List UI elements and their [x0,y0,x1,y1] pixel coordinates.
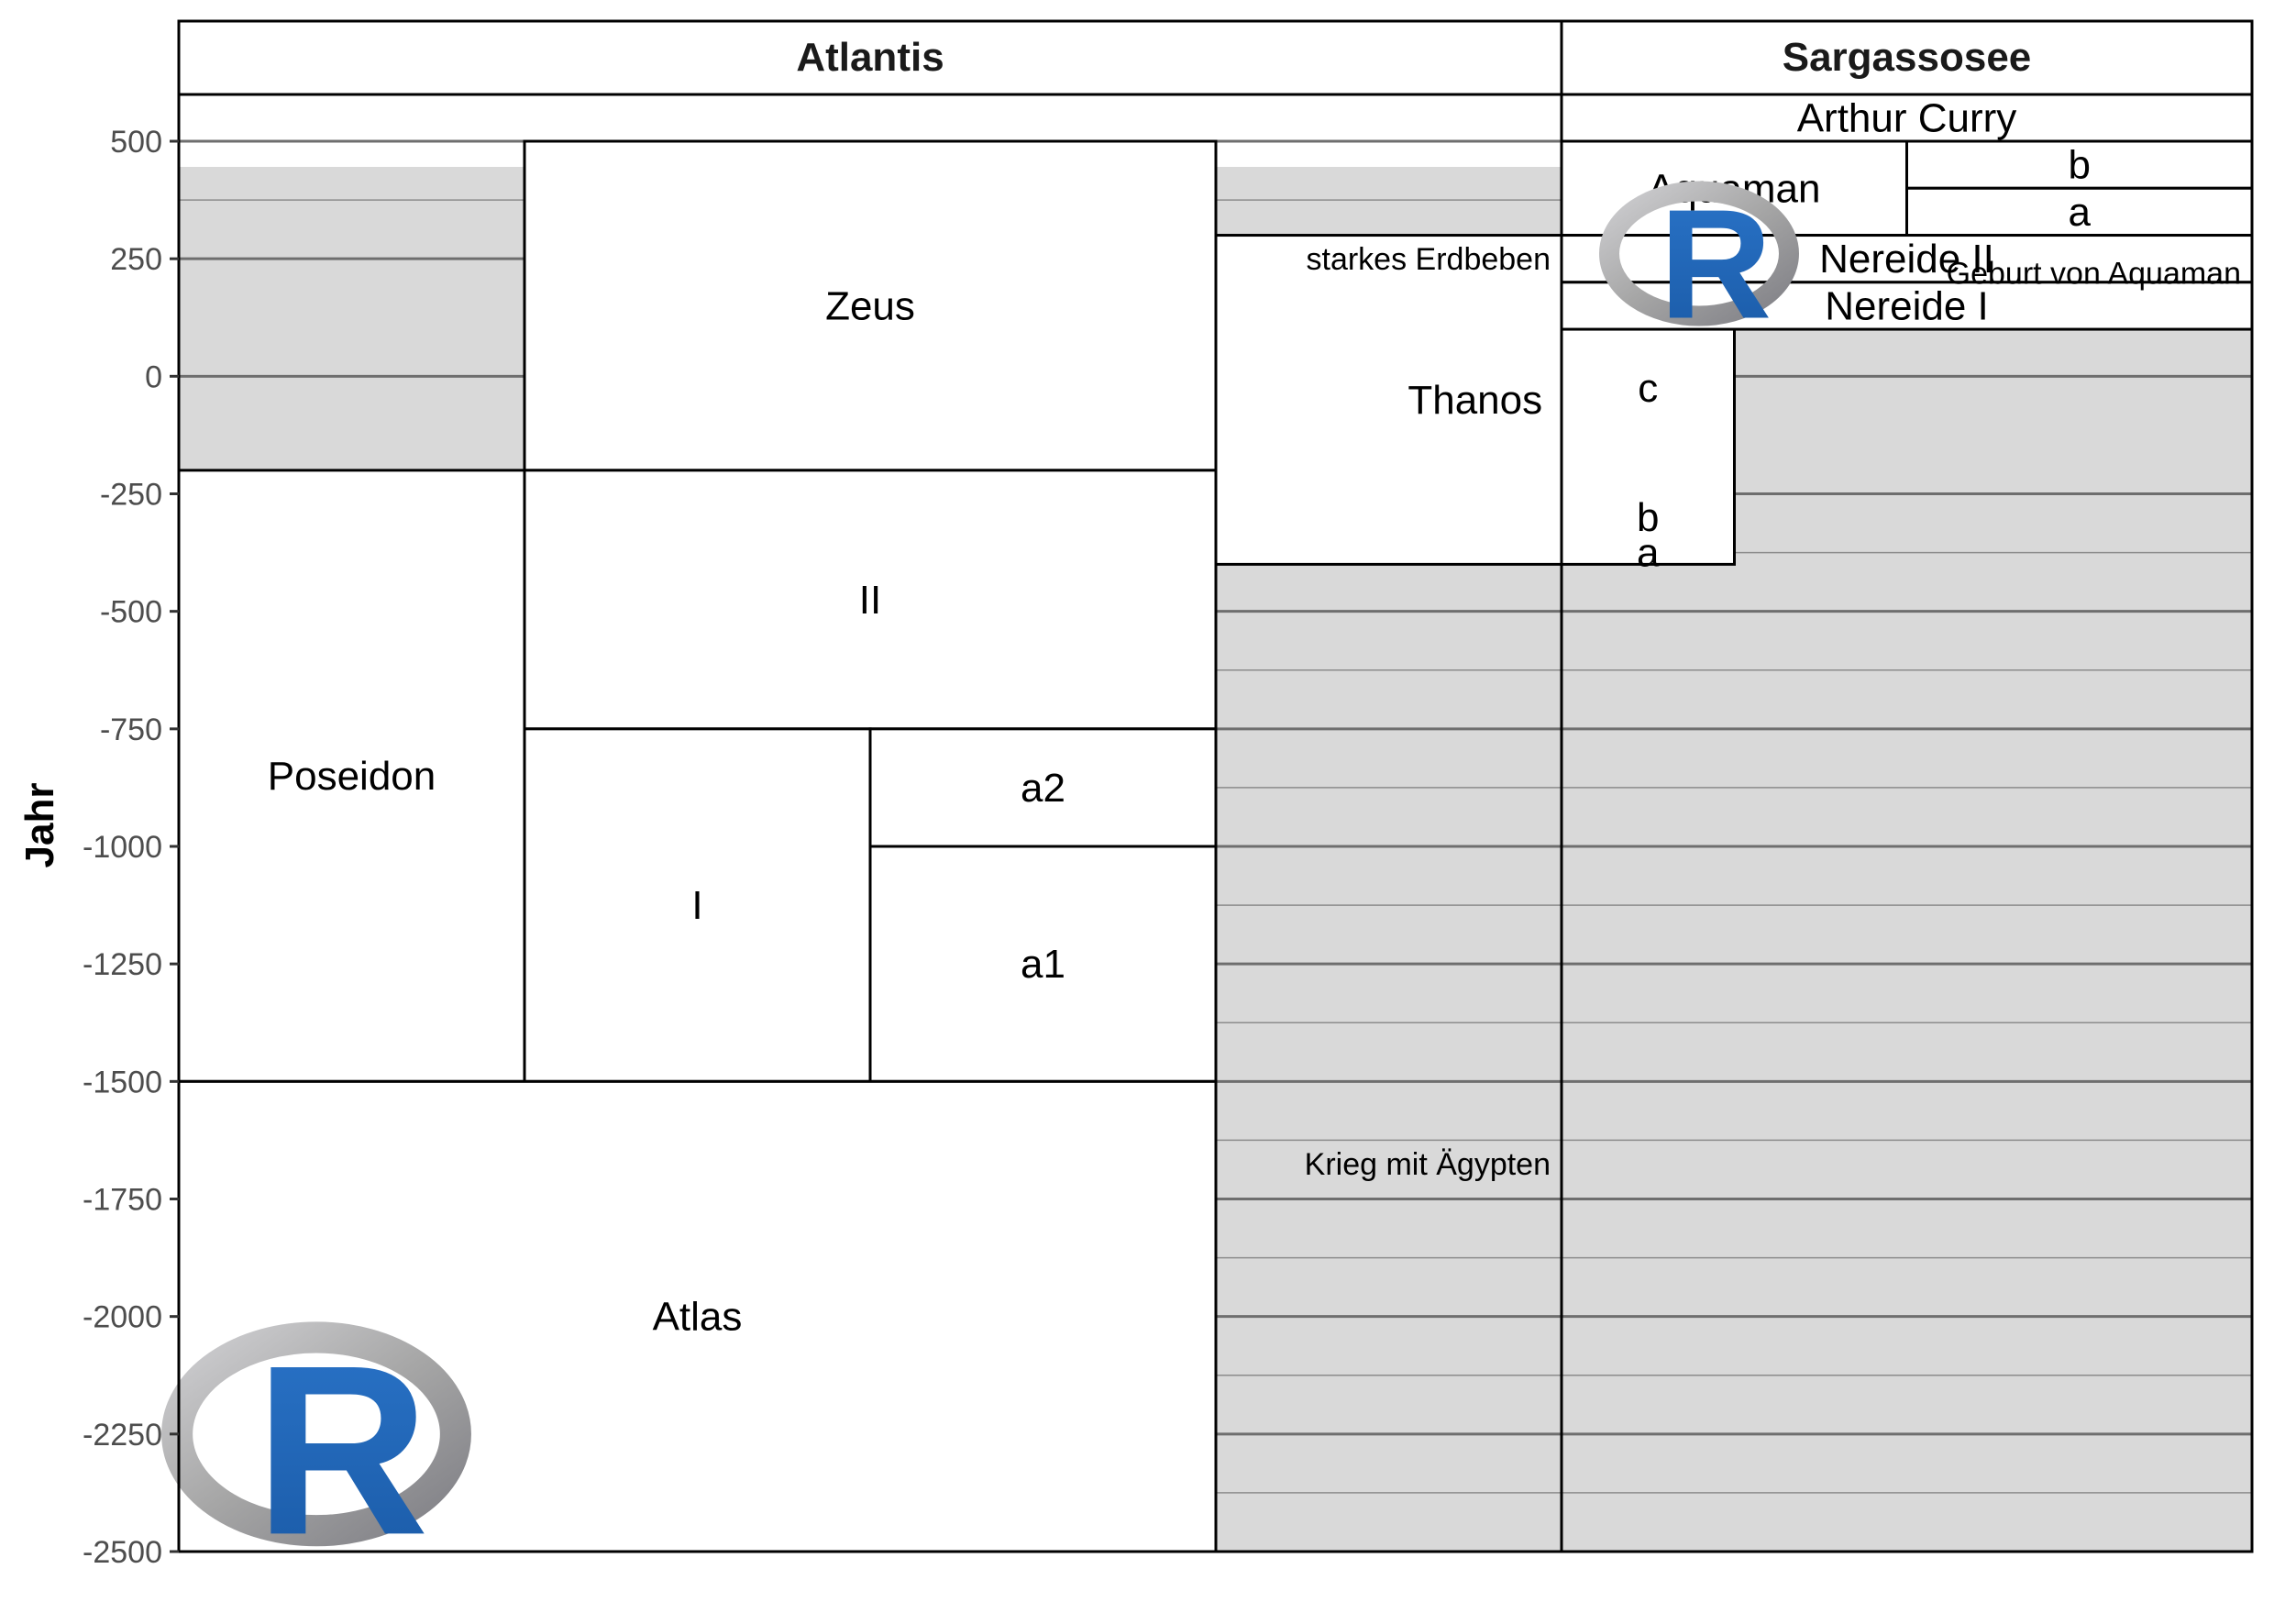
unit-box [523,469,1218,731]
r-logo: R [1599,178,1799,352]
svg-text:R: R [255,1314,429,1585]
y-tick-label: -500 [100,595,162,630]
unit-a: a [1905,186,2254,238]
y-tick-label: -750 [100,713,162,747]
y-tick-label: -2500 [83,1535,162,1570]
unit-label: a [1637,531,1660,576]
facet-title: Sargassosee [1783,35,2032,80]
unit-label: Poseidon [268,754,436,799]
unit-c: c [1638,366,1658,411]
unit-label: a2 [1021,766,1065,811]
unit-label: I [691,883,702,928]
r-logo: R [161,1314,471,1585]
unit-label: Zeus [825,283,915,328]
unit-i: I [523,727,872,1083]
y-tick-label: -250 [100,478,162,513]
unit-label: Arthur Curry [1797,95,2017,140]
unit-label: Atlas [653,1295,743,1340]
unit-a: a [1637,531,1660,576]
y-axis-label: Jahr [17,783,62,868]
y-tick-label: 0 [145,359,162,394]
unit-box [177,1079,1218,1553]
unit-box [868,845,1218,1083]
y-tick-label: -1000 [83,830,162,865]
facet-strip: Sargassosee [1560,19,2254,96]
unit-b: b [1905,139,2254,190]
unit-label: Thanos [1407,378,1542,423]
unit-nereide-ii: Nereide II [1560,234,2254,284]
event-label: Krieg mit Ägypten [1305,1147,1551,1182]
unit-label: a [2069,190,2092,235]
event-label: Geburt von Aquaman [1947,257,2241,292]
facet-title: Atlantis [796,35,944,80]
unit-atlas: Atlas [177,1079,1218,1553]
y-tick-label: -2250 [83,1418,162,1453]
unit-box [523,727,872,1083]
unit-box [1560,93,2254,143]
panel-border [1560,93,2254,1553]
unit-box [868,727,1218,848]
unit-a1: a1 [868,845,1218,1083]
unit-label: II [859,578,881,623]
unit-label: a1 [1021,942,1065,987]
unit-zeus: Zeus [523,139,1218,472]
unit-label: Nereide II [1819,237,1994,282]
unit-a2: a2 [868,727,1218,848]
y-tick-label: -2000 [83,1300,162,1335]
facet-strip: Atlantis [177,19,1563,96]
unit-label: b [1637,495,1659,540]
y-axis: 500 250 0 -250 -500 -750 -1000 -1250 -1500 -1750 -… [83,125,179,1570]
y-tick-label: -1500 [83,1065,162,1099]
unit-label: Nereide I [1825,283,1989,328]
unit-box [523,139,1218,472]
unit-ii: II [523,469,1218,731]
unit-poseidon: Poseidon [177,469,526,1083]
logos-layer: RR [161,178,1799,1585]
unit-label: b [2069,143,2091,188]
y-tick-label: 250 [110,242,162,277]
strip-layer: Atlantis Sargassosee [177,19,2254,1553]
unit-box [1905,186,2254,238]
event-label: starkes Erdbeben [1307,242,1551,277]
units-layer: ZeusThanosdcbaPoseidonIIIa2a1AtlasArthur… [177,93,2254,1553]
y-tick-label: -1750 [83,1183,162,1218]
unit-label: c [1638,366,1658,411]
unit-arthur-curry: Arthur Curry [1560,93,2254,143]
svg-text:R: R [1660,178,1772,352]
y-tick-label: -1250 [83,947,162,982]
unit-b: b [1637,495,1659,540]
y-tick-label: 500 [110,125,162,160]
